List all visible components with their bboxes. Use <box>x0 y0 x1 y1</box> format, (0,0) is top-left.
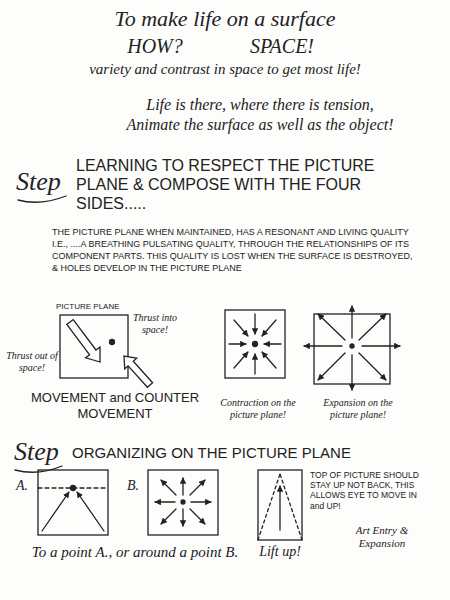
figure-caption: MOVEMENT and COUNTER MOVEMENT <box>30 390 200 421</box>
heading-word: SPACE! <box>232 34 332 58</box>
body-text: THE PICTURE PLANE WHEN MAINTAINED, HAS A… <box>52 226 414 275</box>
focal-dot <box>253 342 258 347</box>
motto: Life is there, where there is tension, <box>110 95 410 114</box>
lift-arrow <box>279 486 280 530</box>
motto: Animate the surface as well as the objec… <box>100 115 420 134</box>
side-note: Art Entry & Expansion <box>340 524 424 550</box>
expansion-arrows <box>304 306 400 390</box>
step-marker: Step <box>14 436 70 467</box>
contraction-box <box>225 310 285 378</box>
focal-dot <box>71 486 76 491</box>
motto: variety and contrast in space to get mos… <box>20 60 430 78</box>
section-heading: ORGANIZING ON THE PICTURE PLANE <box>72 444 422 462</box>
step-marker: Step <box>16 166 72 197</box>
focal-dot <box>350 344 354 348</box>
direction-arrow <box>42 492 69 531</box>
figure-caption: Contraction on the picture plane! <box>218 397 298 421</box>
page-title: To make life on a surface <box>0 6 450 32</box>
figure-label: PICTURE PLANE <box>56 302 146 312</box>
focal-dot <box>110 340 115 345</box>
figure-caption: Lift up! <box>248 544 312 561</box>
contraction-arrows <box>229 314 281 374</box>
perspective-line <box>258 474 280 540</box>
section-heading: LEARNING TO RESPECT THE PICTURE PLANE & … <box>76 156 416 214</box>
thrust-arrow <box>124 356 153 387</box>
step-flourish <box>18 196 66 202</box>
figure-caption: To a point A., or around a point B. <box>30 543 240 561</box>
lift-up-box <box>258 470 302 540</box>
focal-dot <box>181 500 185 504</box>
thrust-arrow <box>67 320 100 362</box>
picture-plane-box <box>60 315 128 378</box>
perspective-line <box>280 474 302 540</box>
direction-arrow <box>77 492 104 531</box>
heading-word: HOW? <box>110 34 200 58</box>
figure-letter: A. <box>16 478 36 495</box>
point-a-box <box>38 470 108 535</box>
expansion-arrows <box>155 478 211 526</box>
figure-letter: B. <box>127 478 147 495</box>
figure-note: Thrust out of space! <box>6 350 58 374</box>
point-b-box <box>148 470 218 535</box>
figure-caption: Expansion on the picture plane! <box>318 397 398 421</box>
side-note: TOP OF PICTURE SHOULD STAY UP NOT BACK, … <box>310 470 424 511</box>
figure-note: Thrust into space! <box>132 312 178 336</box>
